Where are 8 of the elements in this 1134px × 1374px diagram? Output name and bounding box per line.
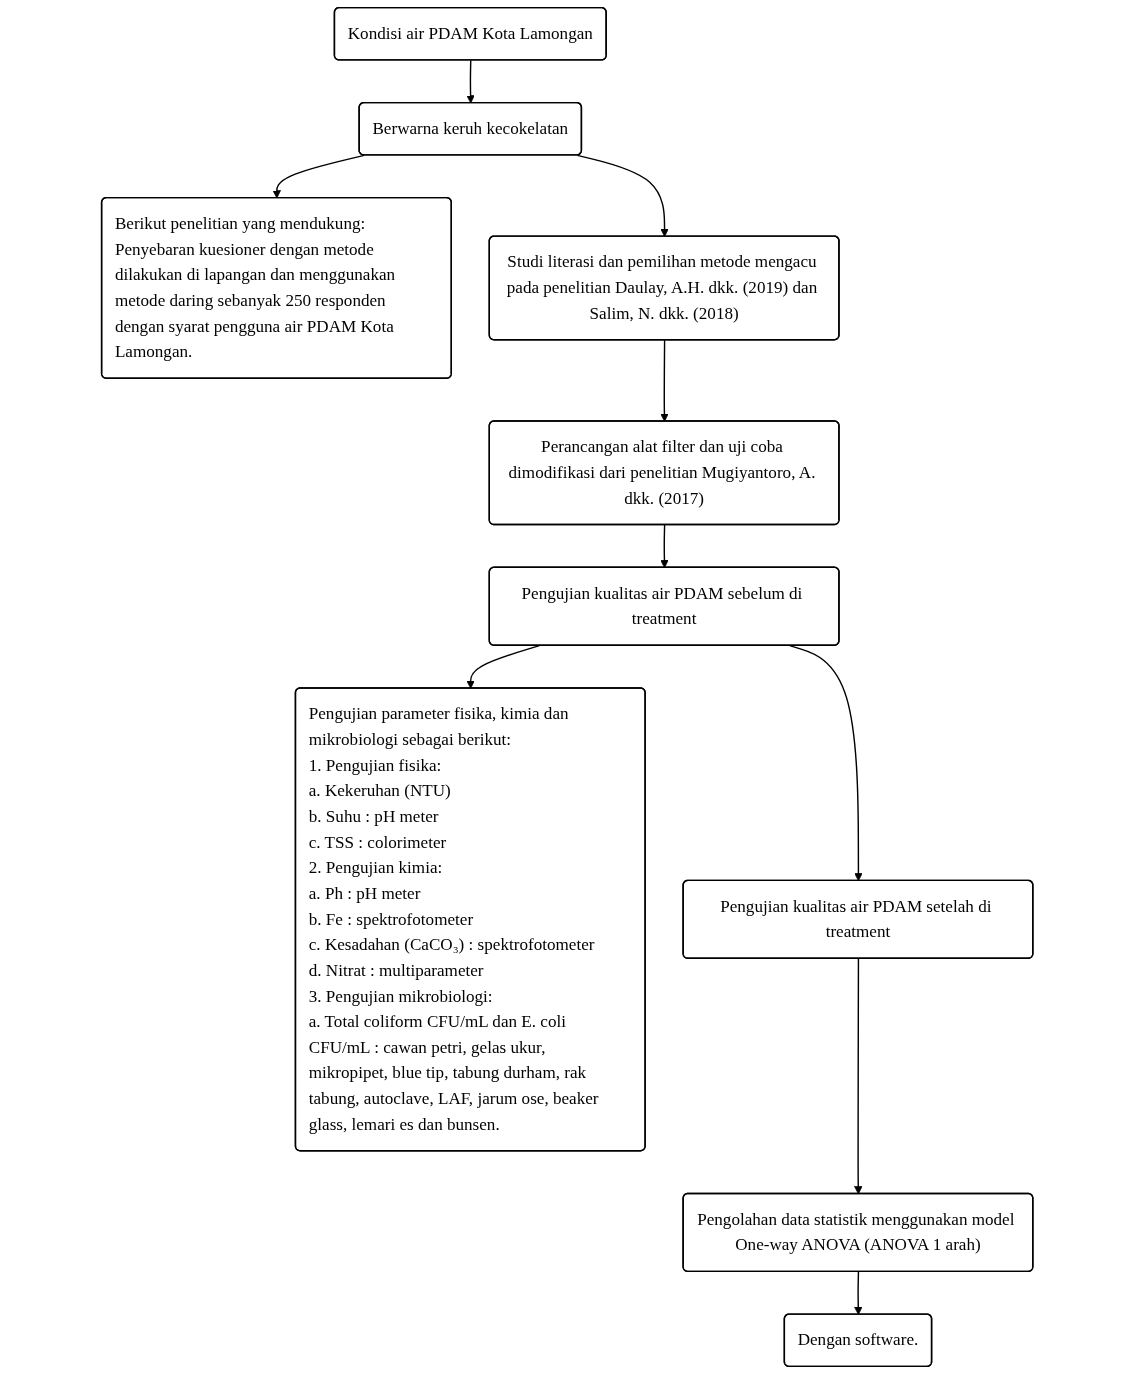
- arrow: [272, 154, 365, 199]
- arrow: [853, 958, 863, 1195]
- arrow: [466, 644, 540, 689]
- arrow: [576, 154, 669, 237]
- arrow: [853, 1271, 863, 1315]
- arrow: [466, 59, 475, 104]
- arrow: [660, 339, 669, 422]
- arrow: [660, 524, 669, 569]
